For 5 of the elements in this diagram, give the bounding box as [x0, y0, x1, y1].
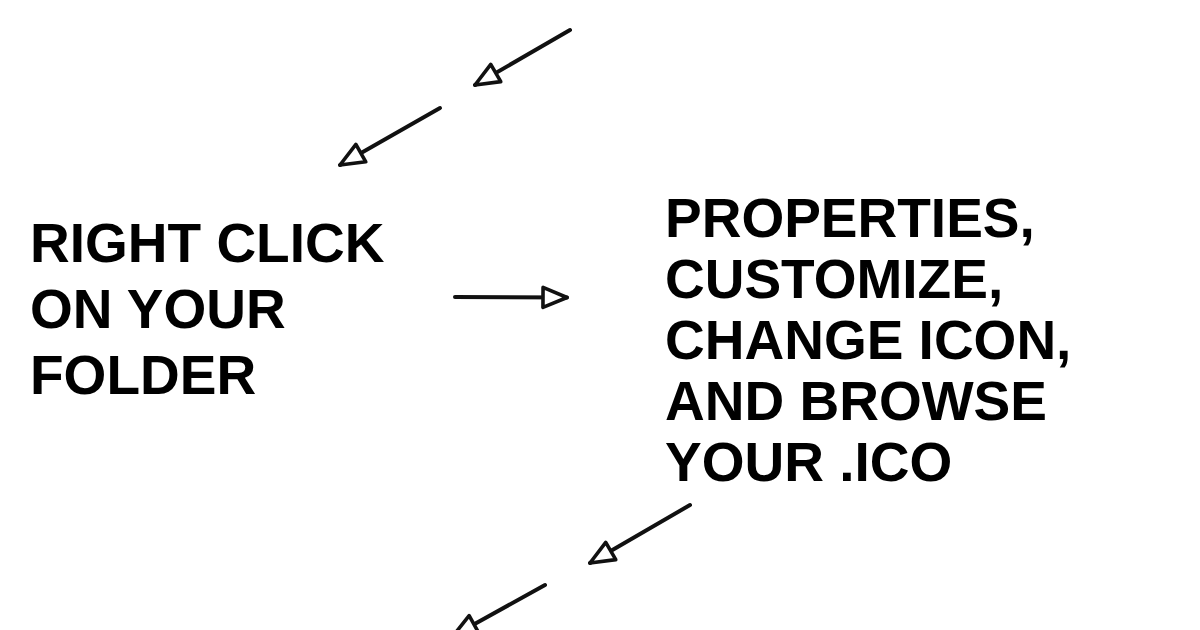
step-text: PROPERTIES, CUSTOMIZE, CHANGE ICON, AND BROWSE YOUR .ICO	[665, 188, 1095, 493]
arrow	[588, 503, 692, 565]
arrow	[338, 106, 442, 167]
step-text: RIGHT CLICK ON YOUR FOLDER	[30, 210, 410, 408]
arrow	[453, 285, 569, 310]
